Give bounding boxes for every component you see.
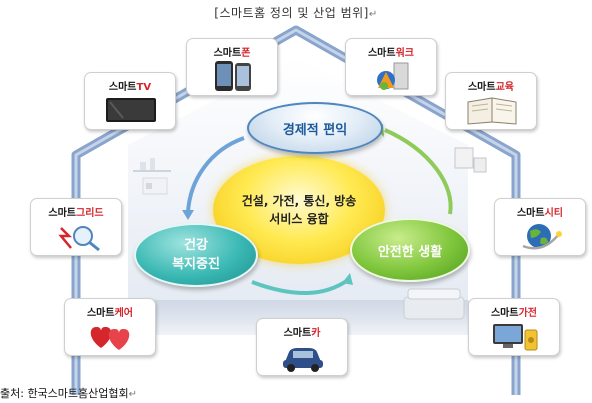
smartphone-icon <box>215 61 251 91</box>
core-line1: 건설, 가전, 통신, 방송 <box>241 194 357 208</box>
card-label: 스마트TV <box>108 82 152 93</box>
card-smart-appliance: 스마트가전 <box>468 298 560 356</box>
card-smartwork: 스마트워크 <box>345 38 437 96</box>
globe-icon <box>522 224 562 250</box>
card-label: 스마트가전 <box>490 308 537 319</box>
hearts-icon <box>90 326 130 350</box>
card-label: 스마트폰 <box>213 48 251 59</box>
health-welfare-line1: 건강 <box>184 238 208 253</box>
grid-power-icon <box>58 226 100 252</box>
sofa-decoration <box>403 288 465 320</box>
arrow-right-upper <box>384 128 453 215</box>
safe-life-circle: 안전한 생활 <box>350 218 470 282</box>
card-smart-car: 스마트카 <box>256 318 348 376</box>
card-smart-care: 스마트케어 <box>64 298 156 356</box>
health-welfare-circle: 건강 복지증진 <box>134 223 258 287</box>
arrow-bottom <box>251 278 350 296</box>
card-label: 스마트그리드 <box>48 208 104 219</box>
card-label: 스마트시티 <box>516 208 563 219</box>
book-icon <box>467 97 517 125</box>
card-smart-grid: 스마트그리드 <box>30 198 122 256</box>
appliance-icon <box>493 324 538 351</box>
card-smart-city: 스마트시티 <box>494 198 586 256</box>
card-label: 스마트케어 <box>86 308 133 319</box>
return-mark: ↵ <box>368 9 378 20</box>
health-welfare-line2: 복지증진 <box>172 257 220 272</box>
card-label: 스마트교육 <box>467 82 514 93</box>
arrow-left-upper <box>186 136 245 213</box>
safe-life-label: 안전한 생활 <box>377 244 443 260</box>
card-smart-education: 스마트교육 <box>445 72 537 130</box>
figure-title-text: [스마트홈 정의 및 산업 범위] <box>214 6 369 20</box>
card-label: 스마트카 <box>283 328 321 339</box>
economic-benefit-label: 경제적 편익 <box>282 122 348 138</box>
card-smart-tv: 스마트TV <box>84 72 176 130</box>
wall-frame-decoration <box>454 147 474 169</box>
shelf-decoration <box>133 158 171 195</box>
source-note: 출처: 한국스마트홈산업협회↵ <box>0 385 137 401</box>
house-floor <box>96 300 500 335</box>
tv-icon <box>106 98 156 122</box>
figure-title: [스마트홈 정의 및 산업 범위]↵ <box>0 4 592 21</box>
return-mark: ↵ <box>128 389 138 400</box>
card-smartphone: 스마트폰 <box>186 38 278 96</box>
car-icon <box>283 348 323 372</box>
smartwork-icon <box>377 62 409 90</box>
core-line2: 서비스 융합 <box>269 212 329 226</box>
economic-benefit-circle: 경제적 편익 <box>247 102 383 154</box>
source-text: 출처: 한국스마트홈산업협회 <box>0 387 129 400</box>
card-label: 스마트워크 <box>367 48 414 59</box>
